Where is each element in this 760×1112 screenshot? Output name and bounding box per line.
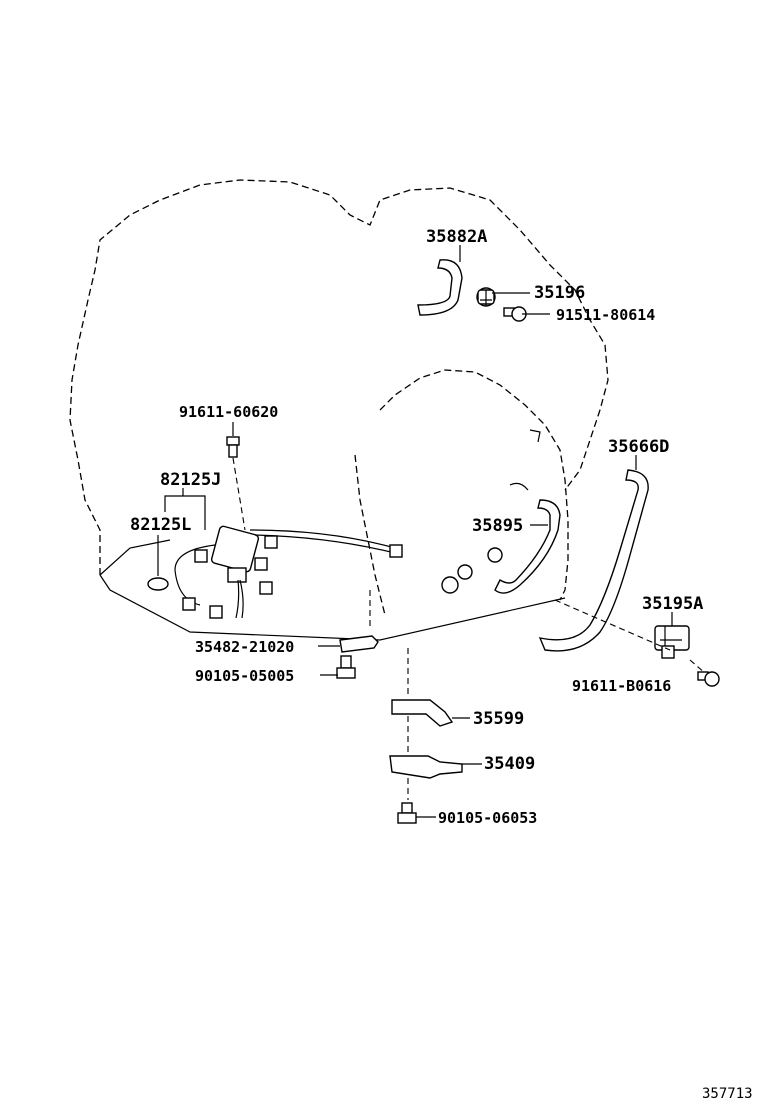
case-left-outline: [354, 454, 386, 616]
bolt-90105-05005: [336, 655, 356, 679]
hose-35666d: [538, 469, 649, 652]
label-35599: 35599: [473, 709, 524, 729]
sensor-82125j: [210, 525, 260, 583]
bolt-90105-06053: [397, 802, 417, 824]
reference-number: 357713: [702, 1086, 753, 1102]
bolt-91611-b0616: [697, 671, 720, 687]
label-91611-60620: 91611-60620: [179, 403, 278, 421]
bellhousing-outline: [379, 369, 569, 601]
label-91511-80614: 91511-80614: [556, 306, 655, 324]
label-90105-05005: 90105-05005: [195, 667, 294, 685]
label-91611-b0616: 91611-B0616: [572, 677, 671, 695]
label-35195a: 35195A: [642, 594, 703, 614]
label-82125j: 82125J: [160, 470, 221, 490]
label-90105-06053: 90105-06053: [438, 809, 537, 827]
label-35482-21020: 35482-21020: [195, 638, 294, 656]
hose-35882a: [417, 259, 463, 316]
o-ring-82125l: [147, 577, 169, 591]
label-35409: 35409: [484, 754, 535, 774]
pipe-35895: [494, 499, 561, 594]
oil-pan-outline: [99, 539, 566, 641]
detent-35599: [391, 699, 454, 727]
switch-35409: [389, 755, 463, 779]
label-35196: 35196: [534, 283, 585, 303]
label-35882a: 35882A: [426, 227, 487, 247]
label-35895: 35895: [472, 516, 523, 536]
transmission-case-outline: [69, 179, 609, 575]
harness-wire: [174, 529, 396, 619]
harness-connectors: [182, 535, 403, 619]
bolt-91611-60620: [226, 436, 240, 458]
label-35666d: 35666D: [608, 437, 669, 457]
clamp-35195a: [654, 625, 690, 659]
clamp-35196: [476, 287, 496, 307]
plate-35482-21020: [339, 635, 379, 653]
label-82125l: 82125L: [130, 515, 191, 535]
case-fittings: [441, 429, 541, 594]
